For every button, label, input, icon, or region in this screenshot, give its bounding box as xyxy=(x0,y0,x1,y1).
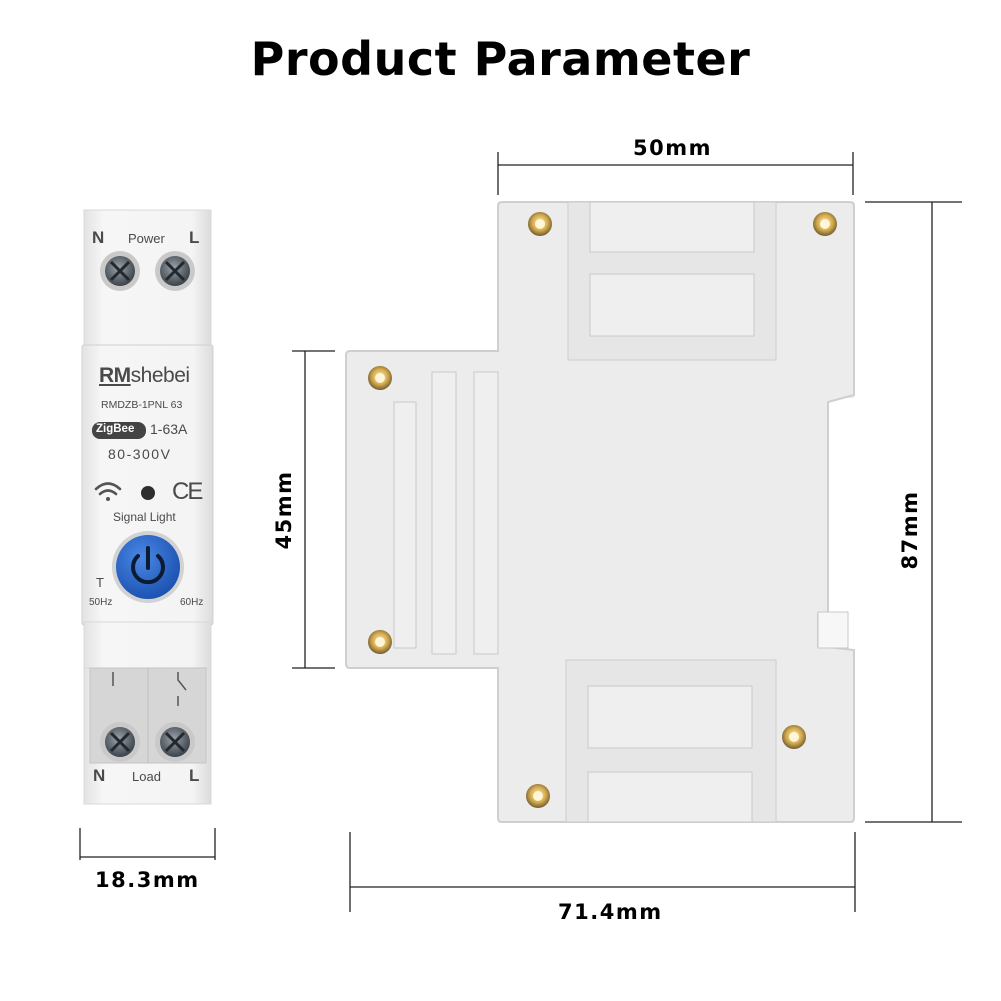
bottom-right-terminal-label: L xyxy=(189,766,200,785)
screw-terminal-icon xyxy=(155,722,195,762)
dimension-front-width: 18.3mm xyxy=(95,868,200,892)
top-right-terminal-label: L xyxy=(189,228,200,247)
rivet-icon xyxy=(526,784,550,808)
ce-mark: CE xyxy=(172,478,203,505)
brand-logo: RMshebei xyxy=(99,364,190,388)
protocol-badge: ZigBee xyxy=(96,423,135,435)
voltage-rating: 80-300V xyxy=(108,446,172,462)
freq-50hz-label: 50Hz xyxy=(89,597,113,608)
dimension-middle-height: 45mm xyxy=(272,470,296,550)
signal-light-label: Signal Light xyxy=(113,510,176,524)
model-number: RMDZB-1PNL 63 xyxy=(101,399,183,411)
screw-terminal-icon xyxy=(100,251,140,291)
power-icon xyxy=(131,546,165,585)
protocol-badge-bg xyxy=(92,422,146,439)
brand-suffix: shebei xyxy=(130,364,190,387)
rivet-icon xyxy=(813,212,837,236)
screw-terminal-icon xyxy=(155,251,195,291)
screw-terminal-icon xyxy=(100,722,140,762)
signal-light xyxy=(141,486,155,500)
page-title: Product Parameter xyxy=(250,32,751,86)
wifi-icon xyxy=(94,482,122,501)
top-left-terminal-label: N xyxy=(92,228,105,247)
freq-60hz-label: 60Hz xyxy=(180,597,204,608)
dimension-top-width: 50mm xyxy=(633,136,712,160)
power-label: Power xyxy=(128,231,165,246)
power-button xyxy=(112,531,184,603)
device-side-view xyxy=(345,201,855,823)
bottom-left-terminal-label: N xyxy=(93,766,106,785)
dimension-total-depth: 71.4mm xyxy=(558,900,663,924)
dimension-lines xyxy=(79,152,962,912)
dimension-total-height: 87mm xyxy=(898,490,922,570)
rivet-icon xyxy=(368,630,392,654)
current-range: 1-63A xyxy=(150,421,188,437)
rivet-icon xyxy=(782,725,806,749)
load-label: Load xyxy=(132,769,161,784)
rivet-icon xyxy=(368,366,392,390)
brand-prefix: RM xyxy=(99,364,131,387)
test-label: T xyxy=(96,575,104,590)
rivet-icon xyxy=(528,212,552,236)
